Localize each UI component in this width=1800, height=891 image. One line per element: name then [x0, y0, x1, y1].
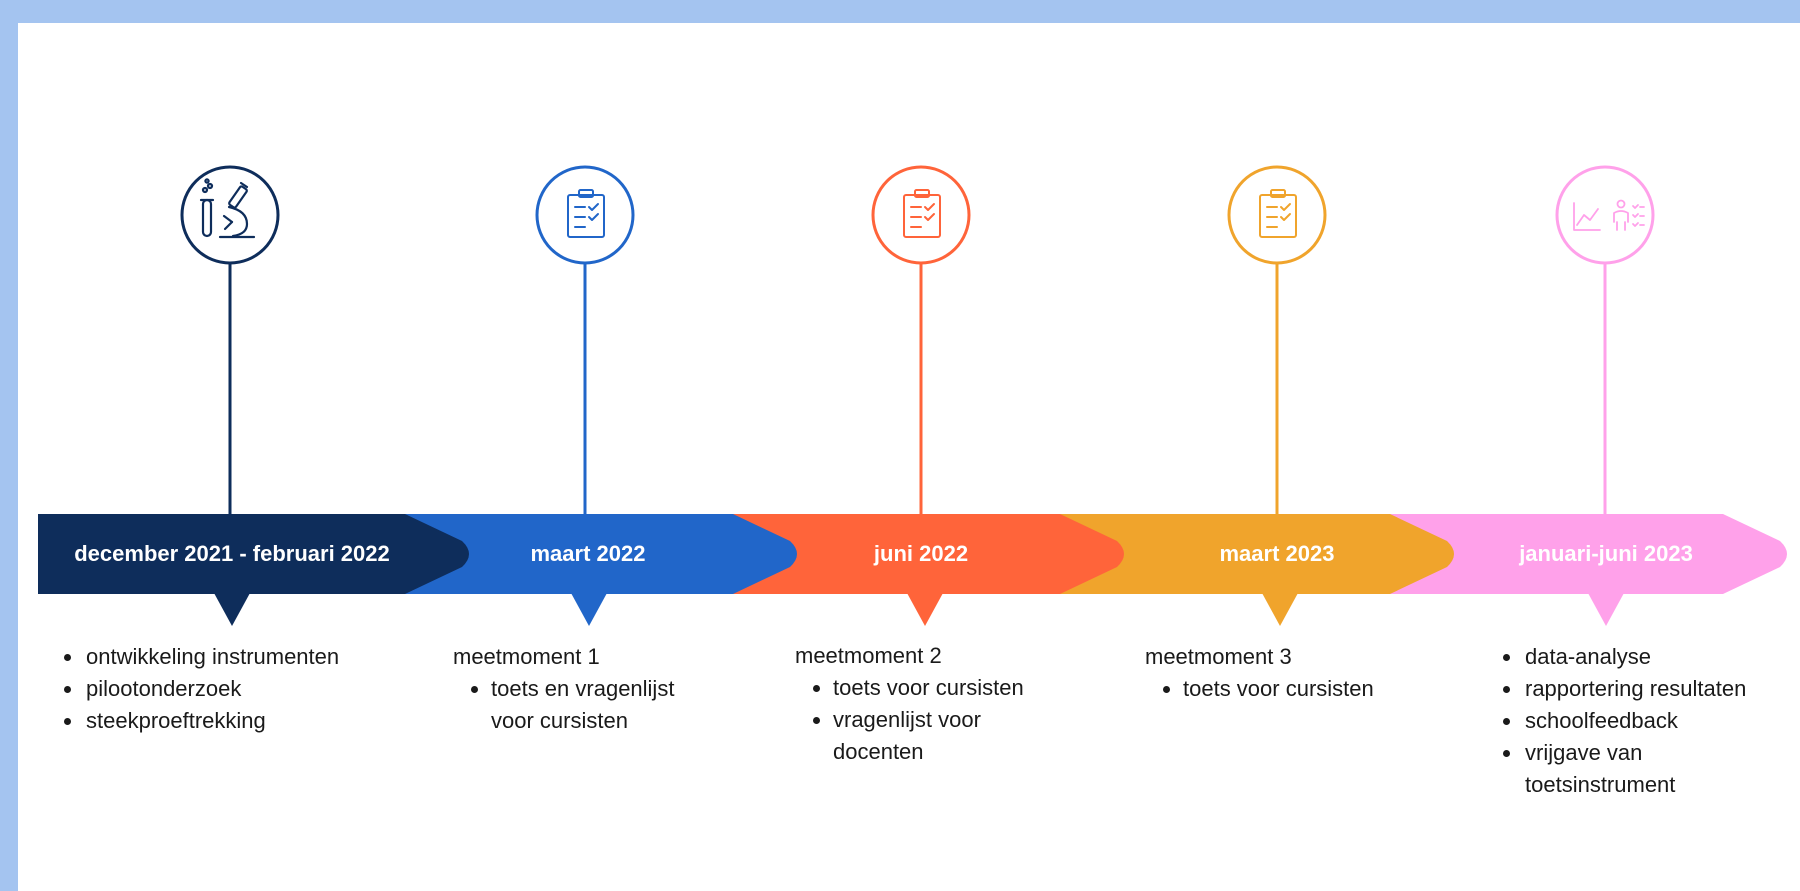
arrow-segment-1	[38, 514, 469, 594]
arrow-segment-3	[711, 514, 1124, 594]
arrow-segment-4	[1038, 514, 1454, 594]
list-item: vragenlijst voor docenten	[813, 704, 1023, 768]
microscope-lab-icon	[199, 178, 256, 239]
period-label-3: juni 2022	[873, 541, 969, 566]
chart-person-icon	[1573, 199, 1645, 231]
pointer-3	[907, 593, 943, 626]
phase-heading: meetmoment 3	[1145, 644, 1292, 669]
pointer-2	[571, 593, 607, 626]
period-label-5: januari-juni 2023	[1519, 541, 1693, 566]
phase-heading: meetmoment 2	[795, 643, 942, 668]
period-label-2: maart 2022	[530, 541, 646, 566]
list-item: data-analyse	[1503, 641, 1777, 673]
arrow-segment-2	[383, 514, 797, 594]
milestone-circle-2	[535, 165, 635, 265]
pointer-5	[1588, 593, 1624, 626]
phase-description-1: ontwikkeling instrumenten pilootonderzoe…	[38, 641, 398, 737]
list-item: steekproeftrekking	[64, 705, 398, 737]
clipboard-checklist-icon	[1259, 189, 1297, 238]
period-label-1: december 2021 - februari 2022	[74, 541, 390, 566]
list-item: toets voor cursisten	[1163, 673, 1445, 705]
list-item: ontwikkeling instrumenten	[64, 641, 398, 673]
list-item: vrijgave van toetsinstrument	[1503, 737, 1725, 801]
pointer-4	[1262, 593, 1298, 626]
phase-item-list: toets en vragenlijst voor cursisten	[453, 673, 753, 737]
timeline-graphic	[38, 165, 1787, 626]
list-item: toets en vragenlijst voor cursisten	[471, 673, 711, 737]
phase-description-3: meetmoment 2 toets voor cursisten vragen…	[795, 640, 1095, 768]
list-item: rapportering resultaten	[1503, 673, 1777, 705]
phase-heading: meetmoment 1	[453, 644, 600, 669]
milestone-circle-3	[871, 165, 971, 265]
arrow-segment-5	[1371, 514, 1787, 594]
phase-description-4: meetmoment 3 toets voor cursisten	[1145, 641, 1445, 705]
pointer-1	[214, 593, 250, 626]
list-item: pilootonderzoek	[64, 673, 398, 705]
milestone-circle-5	[1555, 165, 1655, 265]
milestone-circle-4	[1227, 165, 1327, 265]
phase-description-5: data-analyse rapportering resultaten sch…	[1477, 641, 1777, 801]
phase-item-list: toets voor cursisten vragenlijst voor do…	[795, 672, 1095, 768]
phase-description-2: meetmoment 1 toets en vragenlijst voor c…	[453, 641, 753, 737]
phase-item-list: toets voor cursisten	[1145, 673, 1445, 705]
clipboard-checklist-icon	[567, 189, 605, 238]
phase-item-list: ontwikkeling instrumenten pilootonderzoe…	[38, 641, 398, 737]
list-item: schoolfeedback	[1503, 705, 1777, 737]
list-item: toets voor cursisten	[813, 672, 1095, 704]
timeline-canvas: december 2021 - februari 2022 maart 2022…	[18, 23, 1800, 891]
phase-item-list: data-analyse rapportering resultaten sch…	[1477, 641, 1777, 801]
clipboard-checklist-icon	[903, 189, 941, 238]
period-label-4: maart 2023	[1219, 541, 1335, 566]
milestone-circle-1	[180, 165, 280, 265]
